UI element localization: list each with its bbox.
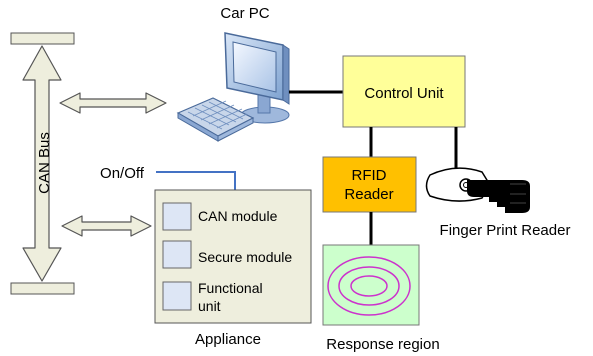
computer-icon (224, 32, 290, 124)
secure-module-icon (162, 240, 192, 269)
finger-print-reader-label: Finger Print Reader (440, 222, 571, 239)
rfid-label-line1: RFID (352, 167, 387, 184)
fingerprint-scanner-icon (425, 167, 530, 213)
bus-to-pc-arrow (59, 92, 167, 114)
on-off-label: On/Off (100, 165, 145, 182)
can-bus-label: CAN Bus (36, 132, 53, 194)
rfid-label-line2: Reader (344, 186, 393, 203)
functional-unit-label-line1: Functional (198, 280, 263, 296)
on-off-line (156, 171, 236, 190)
can-module-label: CAN module (198, 208, 278, 224)
functional-unit-icon (162, 281, 192, 311)
control-unit-label: Control Unit (364, 85, 444, 102)
can-bus-arrow (10, 32, 75, 295)
functional-unit-label-line2: unit (198, 298, 221, 314)
secure-module-label: Secure module (198, 249, 292, 265)
control-unit-box (342, 55, 466, 128)
appliance-label: Appliance (195, 331, 261, 348)
response-region-rings (327, 256, 411, 316)
bus-to-appliance-arrow (61, 215, 152, 237)
can-module-icon (162, 202, 192, 231)
car-pc-label: Car PC (220, 5, 269, 22)
rfid-reader-box (322, 156, 417, 213)
response-region-label: Response region (326, 336, 439, 353)
keyboard-icon (176, 97, 255, 142)
